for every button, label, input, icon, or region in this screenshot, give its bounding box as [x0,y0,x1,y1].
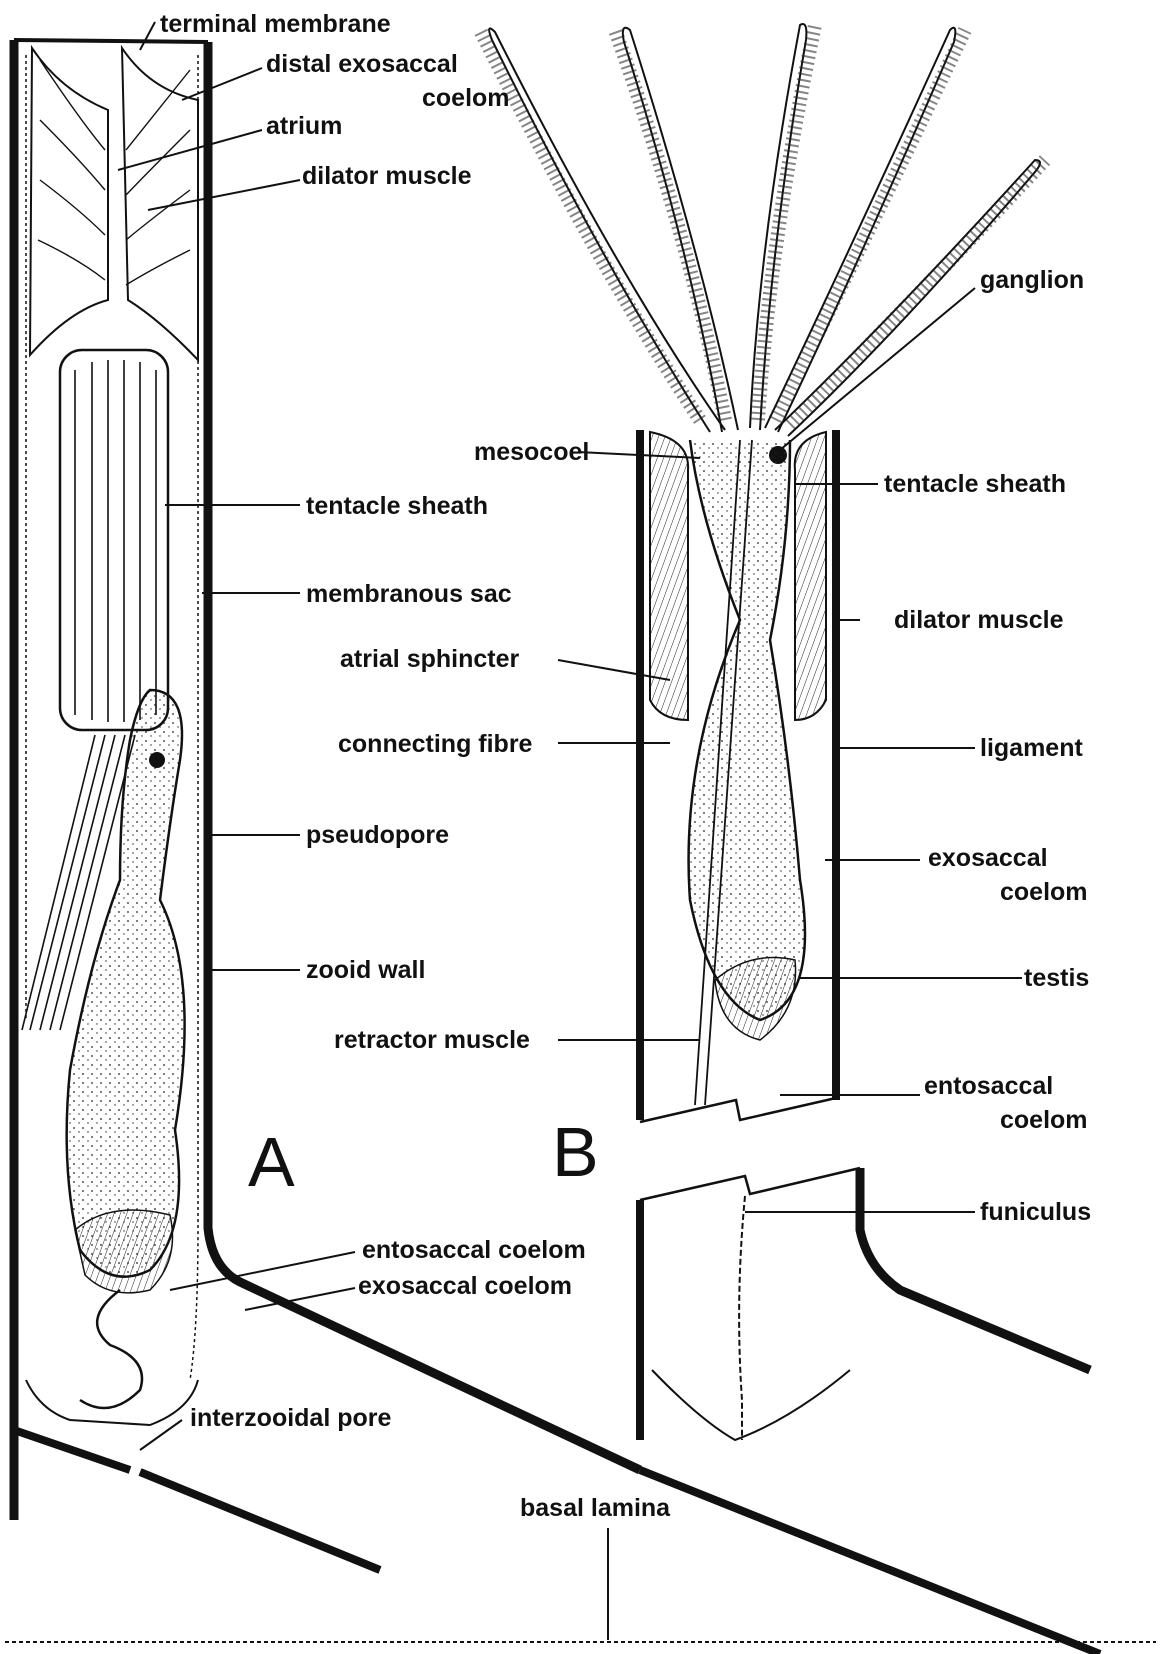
zooid-b [480,24,1045,1440]
zooid-b-dilator-right [795,432,826,720]
label-distal-exosaccal-coelom: coelom [422,84,510,112]
label-zooid-wall: zooid wall [306,956,425,984]
zooid-a-testis [75,1210,173,1293]
label-atrium: atrium [266,112,342,140]
zooid-b-break-upper [640,1098,836,1122]
label-connecting-fibre: connecting fibre [338,730,533,758]
label-entosaccal-coelom-a: entosaccal coelom [362,1236,586,1264]
label-terminal-membrane: terminal membrane [160,10,391,38]
zooid-b-tentacle-crown [489,24,1040,436]
label-pseudopore: pseudopore [306,821,449,849]
basal-wall-upper [14,1430,130,1470]
label-exosaccal-b: exosaccal [928,844,1048,872]
label-entosaccal-b-coelom: coelom [1000,1106,1088,1134]
zooid-a-base [26,1380,198,1425]
zooid-b-funiculus [739,1196,745,1440]
label-dilator-muscle-a: dilator muscle [302,162,472,190]
label-mesocoel: mesocoel [474,438,589,466]
zooid-a-atrium-left [30,48,108,355]
label-interzooidal-pore: interzooidal pore [190,1404,392,1432]
basal-wall-right [640,1470,1100,1654]
zooid-a-tentacle-sheath [60,350,168,730]
zooid-a-funiculus [80,1290,142,1408]
label-ligament: ligament [980,734,1083,762]
panel-label-a: A [248,1123,295,1201]
label-testis: testis [1024,964,1089,992]
zooid-a-top [14,40,208,42]
label-funiculus: funiculus [980,1198,1091,1226]
zooid-b-tentacle-cilia [480,25,1045,425]
zooid-b-base [652,1370,850,1440]
zooid-a-tentacles [75,360,156,722]
label-membranous-sac: membranous sac [306,580,512,608]
label-ganglion: ganglion [980,266,1084,294]
label-dilator-muscle-b: dilator muscle [894,606,1064,634]
label-retractor-muscle: retractor muscle [334,1026,530,1054]
zooid-a-dilator-fibres [38,60,190,285]
label-exosaccal-coelom-a: exosaccal coelom [358,1272,572,1300]
label-exosaccal-b-coelom: coelom [1000,878,1088,906]
basal-wall-lower [140,1472,380,1570]
leader-lines [118,22,1022,1640]
zooid-b-break-lower [640,1168,860,1200]
label-entosaccal-b: entosaccal [924,1072,1053,1100]
label-tentacle-sheath-b: tentacle sheath [884,470,1066,498]
label-basal-lamina: basal lamina [520,1494,671,1522]
labels: A B terminal membrane distal exosaccal c… [160,10,1091,1522]
panel-label-b: B [552,1113,599,1191]
zooid-a-ganglion [149,752,165,768]
label-atrial-sphincter: atrial sphincter [340,645,519,673]
zooid-a-atrium-right [122,48,198,360]
label-tentacle-sheath-a: tentacle sheath [306,492,488,520]
label-distal-exosaccal: distal exosaccal [266,50,458,78]
